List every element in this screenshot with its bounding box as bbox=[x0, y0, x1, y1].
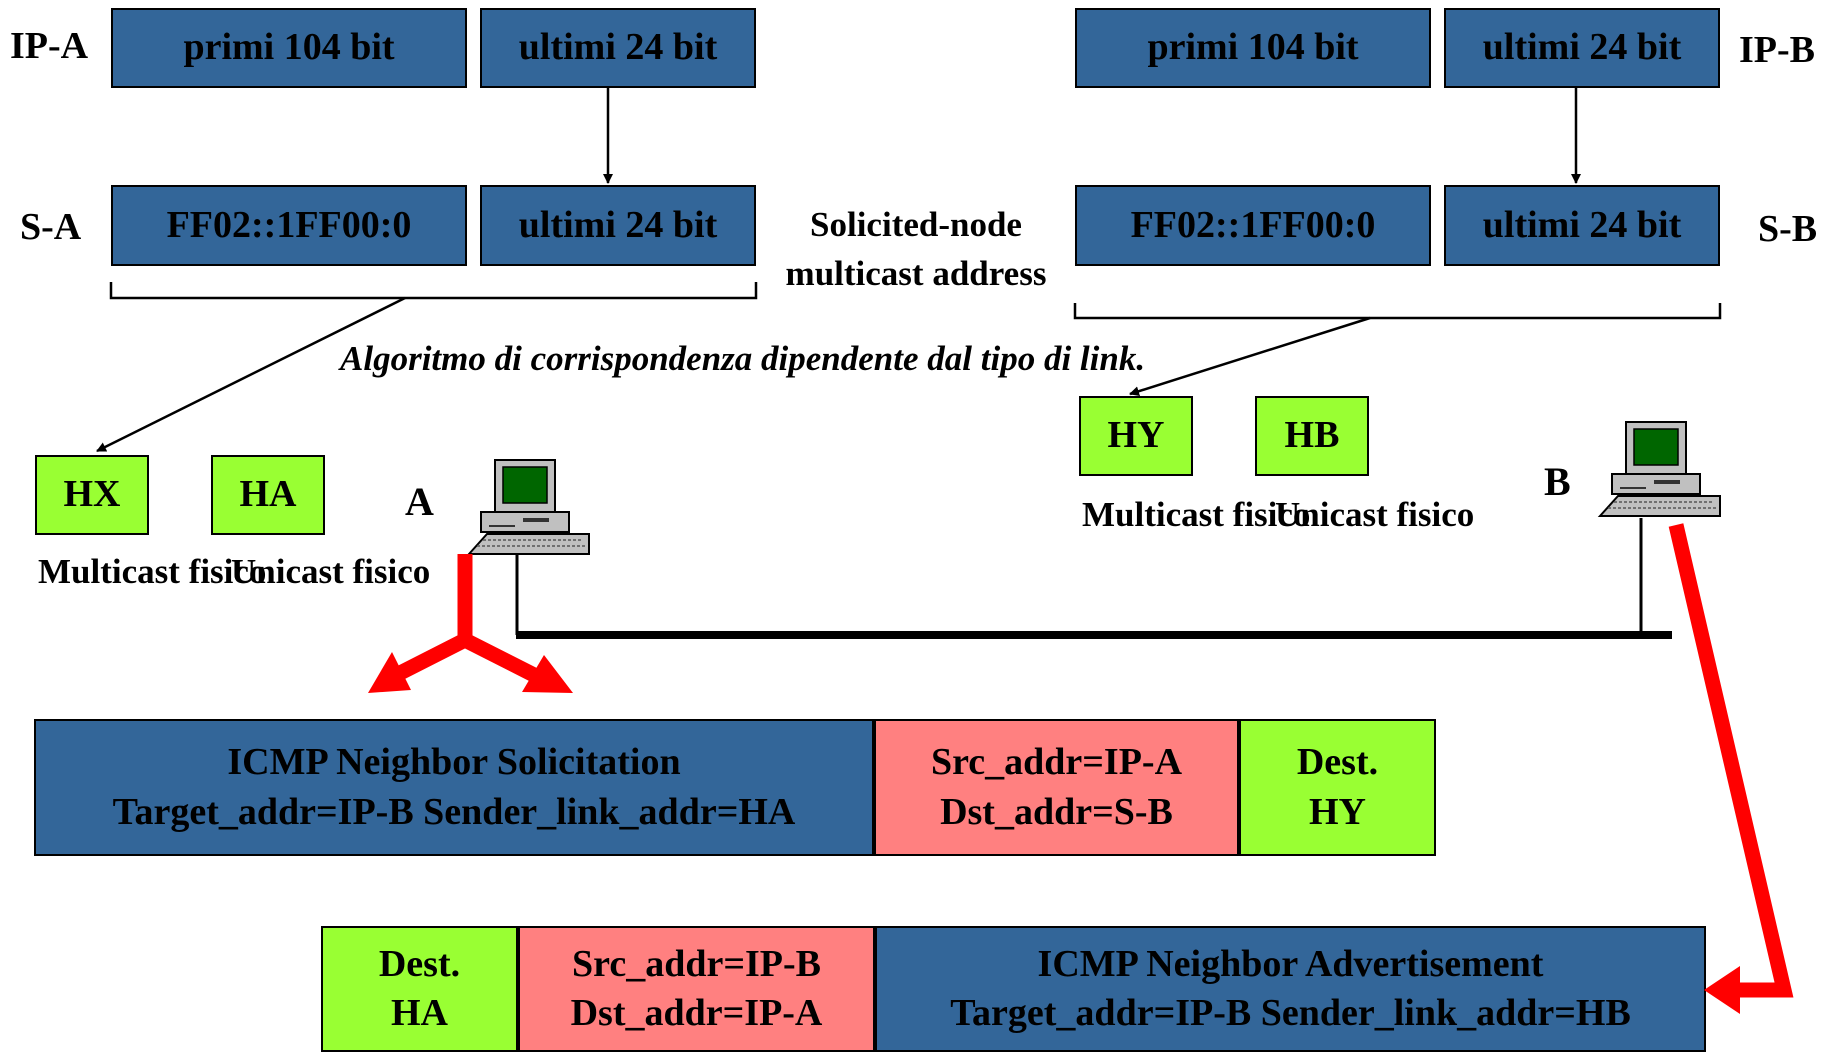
ha-box: HA bbox=[211, 455, 325, 535]
solicitation-dest-box: Dest. HY bbox=[1239, 719, 1436, 856]
hy-caption-line-1: Multicast bbox=[1082, 495, 1224, 534]
ip-a-suffix-box: ultimi 24 bit bbox=[480, 8, 756, 88]
advertisement-dest-box: Dest. HA bbox=[321, 926, 518, 1052]
advertisement-dest-line-2: HA bbox=[390, 992, 448, 1034]
right-mapping-arrow bbox=[1129, 316, 1371, 397]
solicitation-flow-arrow bbox=[368, 554, 573, 693]
ha-text: HA bbox=[239, 473, 297, 516]
solicitation-dest-line-1: Dest. bbox=[1296, 741, 1379, 784]
s-a-prefix-box: FF02::1FF00:0 bbox=[111, 185, 467, 266]
host-b-label: B bbox=[1544, 459, 1571, 504]
advertisement-ip-line-2: Dst_addr=IP-A bbox=[570, 992, 823, 1034]
hx-caption-line-1: Multicast bbox=[38, 552, 180, 591]
advertisement-flow-arrow bbox=[1668, 523, 1794, 1014]
hy-caption-line-2: fisico bbox=[1232, 495, 1311, 534]
solicitation-icmp-line-2: Target_addr=IP-B Sender_link_addr=HA bbox=[112, 790, 796, 833]
solicitation-ip-line-2: Dst_addr=S-B bbox=[940, 790, 1173, 833]
host-a-label: A bbox=[405, 479, 434, 524]
ip-a-suffix-text: ultimi 24 bit bbox=[518, 26, 718, 69]
ip-b-suffix-text: ultimi 24 bit bbox=[1482, 26, 1682, 69]
algorithm-note: Algoritmo di corrispondenza dipendente d… bbox=[340, 333, 1145, 386]
s-b-suffix-box: ultimi 24 bit bbox=[1444, 185, 1720, 266]
hx-text: HX bbox=[63, 473, 121, 516]
solicited-caption-line-2: multicast address bbox=[785, 254, 1047, 293]
ip-a-label: IP-A bbox=[10, 25, 89, 67]
solicitation-dest-line-2: HY bbox=[1308, 790, 1366, 833]
desktop-computer-icon bbox=[1597, 421, 1721, 517]
hb-caption-line-2: fisico bbox=[1396, 495, 1475, 534]
ip-b-prefix-box: primi 104 bit bbox=[1075, 8, 1431, 88]
advertisement-icmp-box: ICMP Neighbor Advertisement Target_addr=… bbox=[875, 926, 1706, 1052]
advertisement-ip-box: Src_addr=IP-B Dst_addr=IP-A bbox=[518, 926, 875, 1052]
hb-box: HB bbox=[1255, 396, 1369, 476]
hb-caption-line-1: Unicast bbox=[1275, 495, 1388, 534]
s-a-suffix-text: ultimi 24 bit bbox=[518, 203, 718, 246]
algorithm-note-line-1: Algoritmo di corrispondenza bbox=[340, 339, 753, 378]
hb-text: HB bbox=[1284, 414, 1340, 457]
s-b-suffix-text: ultimi 24 bit bbox=[1482, 203, 1682, 246]
left-mapping-arrow bbox=[96, 296, 406, 453]
s-b-prefix-text: FF02::1FF00:0 bbox=[1130, 203, 1376, 246]
s-a-label: S-A bbox=[20, 206, 82, 248]
s-b-prefix-box: FF02::1FF00:0 bbox=[1075, 185, 1431, 266]
right-bracket bbox=[1073, 303, 1722, 320]
desktop-computer-icon bbox=[466, 459, 590, 555]
s-a-prefix-text: FF02::1FF00:0 bbox=[166, 203, 412, 246]
solicitation-icmp-line-1: ICMP Neighbor Solicitation bbox=[227, 741, 681, 784]
hy-text: HY bbox=[1107, 414, 1165, 457]
advertisement-ip-line-1: Src_addr=IP-B bbox=[572, 942, 821, 985]
solicitation-icmp-box: ICMP Neighbor Solicitation Target_addr=I… bbox=[34, 719, 874, 856]
hx-caption: Multicast fisico bbox=[38, 547, 266, 598]
s-b-label: S-B bbox=[1758, 208, 1818, 250]
solicited-node-caption: Solicited-node multicast address bbox=[772, 200, 1060, 298]
solicited-caption-line-1: Solicited-node bbox=[810, 205, 1022, 244]
hy-box: HY bbox=[1079, 396, 1193, 476]
hy-caption: Multicast fisico bbox=[1082, 490, 1310, 541]
advertisement-dest-line-1: Dest. bbox=[378, 942, 461, 985]
ip-b-prefix-text: primi 104 bit bbox=[1147, 26, 1359, 69]
hx-caption-line-2: fisico bbox=[188, 552, 267, 591]
solicitation-ip-box: Src_addr=IP-A Dst_addr=S-B bbox=[874, 719, 1239, 856]
advertisement-icmp-line-1: ICMP Neighbor Advertisement bbox=[1037, 942, 1544, 985]
ip-b-suffix-box: ultimi 24 bit bbox=[1444, 8, 1720, 88]
left-bracket bbox=[109, 282, 758, 300]
advertisement-icmp-line-2: Target_addr=IP-B Sender_link_addr=HB bbox=[950, 992, 1631, 1034]
ha-caption-line-1: Unicast bbox=[231, 552, 344, 591]
s-a-suffix-box: ultimi 24 bit bbox=[480, 185, 756, 266]
ip-a-prefix-box: primi 104 bit bbox=[111, 8, 467, 88]
ip-b-label: IP-B bbox=[1739, 29, 1815, 71]
solicitation-ip-line-1: Src_addr=IP-A bbox=[930, 741, 1183, 784]
hx-box: HX bbox=[35, 455, 149, 535]
hb-caption: Unicast fisico bbox=[1275, 490, 1474, 541]
ip-a-prefix-text: primi 104 bit bbox=[183, 26, 395, 69]
ha-caption-line-2: fisico bbox=[352, 552, 431, 591]
algorithm-note-line-2: dipendente dal tipo di link. bbox=[761, 339, 1146, 378]
ha-caption: Unicast fisico bbox=[231, 547, 430, 598]
